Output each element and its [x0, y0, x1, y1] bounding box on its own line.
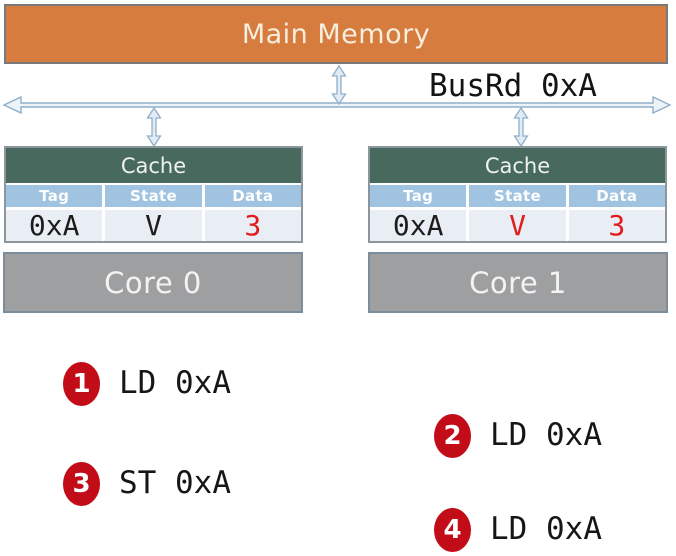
cache-0-col-tag: Tag	[6, 185, 103, 207]
cache-0-data-row: 0xA V 3	[6, 210, 301, 241]
core-0-box: Core 0	[3, 252, 303, 313]
cache-1-tag-value: 0xA	[370, 210, 467, 241]
core-1-label: Core 1	[469, 265, 567, 300]
step-4-op: LD 0xA	[490, 511, 602, 547]
cache-1-state-value: V	[469, 210, 566, 241]
cache-0-table: Cache Tag State Data 0xA V 3	[4, 146, 303, 243]
step-3-badge: 3	[63, 461, 100, 506]
cache-1-title: Cache	[370, 148, 665, 183]
cache-1-col-tag: Tag	[370, 185, 467, 207]
step-4-badge: 4	[434, 507, 471, 552]
cache-1-col-state: State	[469, 185, 566, 207]
cache-0-bus-arrow	[146, 106, 162, 148]
core-1-box: Core 1	[368, 252, 668, 313]
cache-0-state-value: V	[105, 210, 202, 241]
step-1-op: LD 0xA	[119, 365, 231, 401]
cache-1-bus-arrow	[513, 106, 529, 148]
cache-0-title: Cache	[6, 148, 301, 183]
cache-0-tag-value: 0xA	[6, 210, 103, 241]
cache-1-col-data: Data	[568, 185, 665, 207]
cache-0-header-row: Tag State Data	[6, 185, 301, 207]
step-2-op: LD 0xA	[490, 417, 602, 453]
step-3: 3 ST 0xA	[63, 461, 231, 506]
cache-0-col-state: State	[105, 185, 202, 207]
cache-1-header-row: Tag State Data	[370, 185, 665, 207]
cache-1-data-value: 3	[568, 210, 665, 241]
step-1-badge: 1	[63, 361, 100, 406]
main-memory-label: Main Memory	[241, 18, 431, 50]
cache-1-data-row: 0xA V 3	[370, 210, 665, 241]
step-2-badge: 2	[434, 413, 471, 458]
cache-0-col-data: Data	[204, 185, 301, 207]
step-2: 2 LD 0xA	[434, 413, 602, 458]
step-1: 1 LD 0xA	[63, 361, 231, 406]
cache-1-table: Cache Tag State Data 0xA V 3	[368, 146, 667, 243]
step-4: 4 LD 0xA	[434, 507, 602, 552]
step-3-op: ST 0xA	[119, 465, 231, 501]
bus-transaction-label: BusRd 0xA	[429, 68, 597, 104]
memory-bus-arrow	[331, 64, 347, 106]
main-memory-box: Main Memory	[4, 4, 668, 64]
core-0-label: Core 0	[104, 265, 202, 300]
cache-0-data-value: 3	[204, 210, 301, 241]
